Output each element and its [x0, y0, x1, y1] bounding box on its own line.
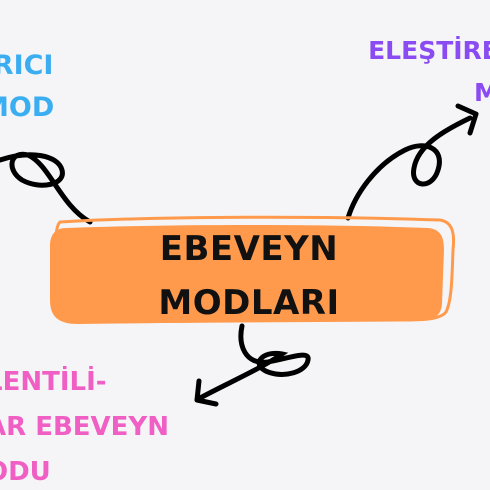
connector-top-right	[345, 115, 473, 221]
arrowhead-top-right	[455, 103, 479, 136]
node-top-left: IRICI MOD	[0, 45, 54, 129]
node-top-right-line1: ELEŞTİRE	[368, 36, 490, 65]
center-title-line1: EBEVEYN	[159, 229, 339, 269]
connector-top-left	[0, 151, 93, 225]
node-top-left-line2: MOD	[0, 92, 55, 123]
center-node-title: EBEVEYN MODLARI	[60, 222, 438, 330]
node-bottom-left-line2: AR EBEVEYN	[0, 412, 170, 442]
node-bottom-left-line3: ODU	[0, 457, 51, 487]
center-title-line2: MODLARI	[158, 283, 340, 323]
node-top-right-line2: M	[474, 78, 490, 107]
node-bottom-left: LENTİLİ- AR EBEVEYN ODU	[0, 360, 169, 490]
node-top-right: ELEŞTİRE M	[366, 30, 490, 114]
node-bottom-left-line1: LENTİLİ-	[0, 367, 107, 397]
arrowhead-bottom-left	[194, 378, 219, 407]
center-box-fill	[50, 225, 444, 324]
connector-bottom-left	[197, 323, 311, 401]
node-top-left-line1: IRICI	[0, 50, 54, 81]
